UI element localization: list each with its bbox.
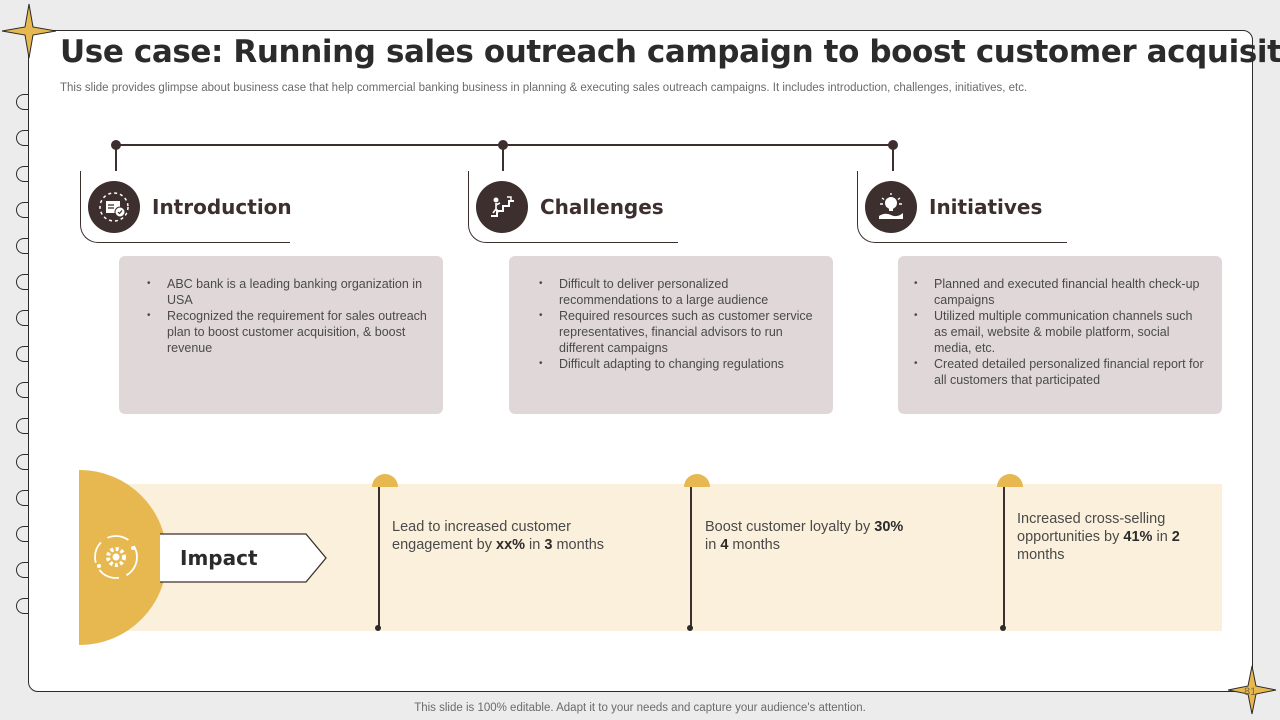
metric-text: Increased cross-selling opportunities by: [1017, 511, 1166, 545]
bullet-item: Required resources such as customer serv…: [539, 308, 817, 356]
connector-line: [892, 145, 894, 171]
impact-tag: [160, 533, 327, 583]
impact-label: Impact: [180, 546, 258, 570]
ring: [16, 346, 38, 362]
bullet-item: Difficult to deliver personalized recomm…: [539, 276, 817, 308]
metric-value: 30%: [874, 519, 904, 535]
section-frame: [80, 171, 290, 243]
ring: [16, 490, 38, 506]
ring: [16, 454, 38, 470]
star-icon: [1227, 665, 1277, 715]
package-gear-icon: [88, 181, 140, 233]
gear-cycle-icon: [94, 535, 138, 579]
section-title: Challenges: [540, 195, 664, 219]
metric-text: in: [705, 537, 721, 553]
section-frame: [468, 171, 678, 243]
section-card: ABC bank is a leading banking organizati…: [119, 256, 443, 414]
section-title: Initiatives: [929, 195, 1043, 219]
ring: [16, 94, 38, 110]
metric-line: [690, 487, 692, 627]
metric-dot: [1000, 625, 1006, 631]
lightbulb-hand-icon: [865, 181, 917, 233]
bullet-item: ABC bank is a leading banking organizati…: [147, 276, 427, 308]
connector-line: [115, 145, 117, 171]
metric-text: in: [525, 537, 545, 553]
footer-note: This slide is 100% editable. Adapt it to…: [414, 702, 866, 714]
metric-text: Boost customer loyalty by: [705, 519, 875, 535]
metric-text: in: [1152, 529, 1172, 545]
ring: [16, 202, 38, 218]
section-title: Introduction: [152, 195, 292, 219]
star-icon: [1, 3, 57, 59]
ring: [16, 238, 38, 254]
metric-text: Lead to increased customer engagement by: [392, 519, 571, 553]
section-card: Difficult to deliver personalized recomm…: [509, 256, 833, 414]
ring: [16, 526, 38, 542]
ring: [16, 166, 38, 182]
metric-value: 41%: [1123, 529, 1153, 545]
metric-text: months: [1017, 547, 1065, 563]
metric-value: xx%: [496, 537, 526, 553]
bullet-item: Difficult adapting to changing regulatio…: [539, 356, 817, 372]
metric-text: months: [552, 537, 605, 553]
marker-half-circle: [997, 474, 1023, 487]
metric-text: months: [728, 537, 780, 553]
bullet-item: Utilized multiple communication channels…: [914, 308, 1206, 356]
page-title: Use case: Running sales outreach campaig…: [60, 34, 1280, 70]
impact-metric: Increased cross-selling opportunities by…: [1017, 510, 1197, 564]
page-number: 81: [1244, 686, 1257, 698]
ring: [16, 598, 38, 614]
bullet-item: Created detailed personalized financial …: [914, 356, 1206, 388]
connector-line: [502, 145, 504, 171]
climbing-stairs-icon: [476, 181, 528, 233]
metric-dot: [375, 625, 381, 631]
ring: [16, 418, 38, 434]
metric-duration: 3: [544, 537, 553, 553]
ring: [16, 382, 38, 398]
bullet-item: Planned and executed financial health ch…: [914, 276, 1206, 308]
section-card: Planned and executed financial health ch…: [898, 256, 1222, 414]
section-frame: [857, 171, 1067, 243]
notebook-rings: [0, 0, 60, 720]
metric-dot: [687, 625, 693, 631]
marker-half-circle: [372, 474, 398, 487]
page-subtitle: This slide provides glimpse about busine…: [60, 82, 1028, 94]
impact-metric: Boost customer loyalty by 30% in 4 month…: [705, 518, 905, 554]
impact-metric: Lead to increased customer engagement by…: [392, 518, 652, 554]
metric-line: [1003, 487, 1005, 627]
ring: [16, 562, 38, 578]
ring: [16, 310, 38, 326]
ring: [16, 130, 38, 146]
ring: [16, 274, 38, 290]
metric-duration: 2: [1171, 529, 1180, 545]
metric-duration: 4: [720, 537, 729, 553]
bullet-item: Recognized the requirement for sales out…: [147, 308, 427, 356]
metric-line: [378, 487, 380, 627]
marker-half-circle: [684, 474, 710, 487]
